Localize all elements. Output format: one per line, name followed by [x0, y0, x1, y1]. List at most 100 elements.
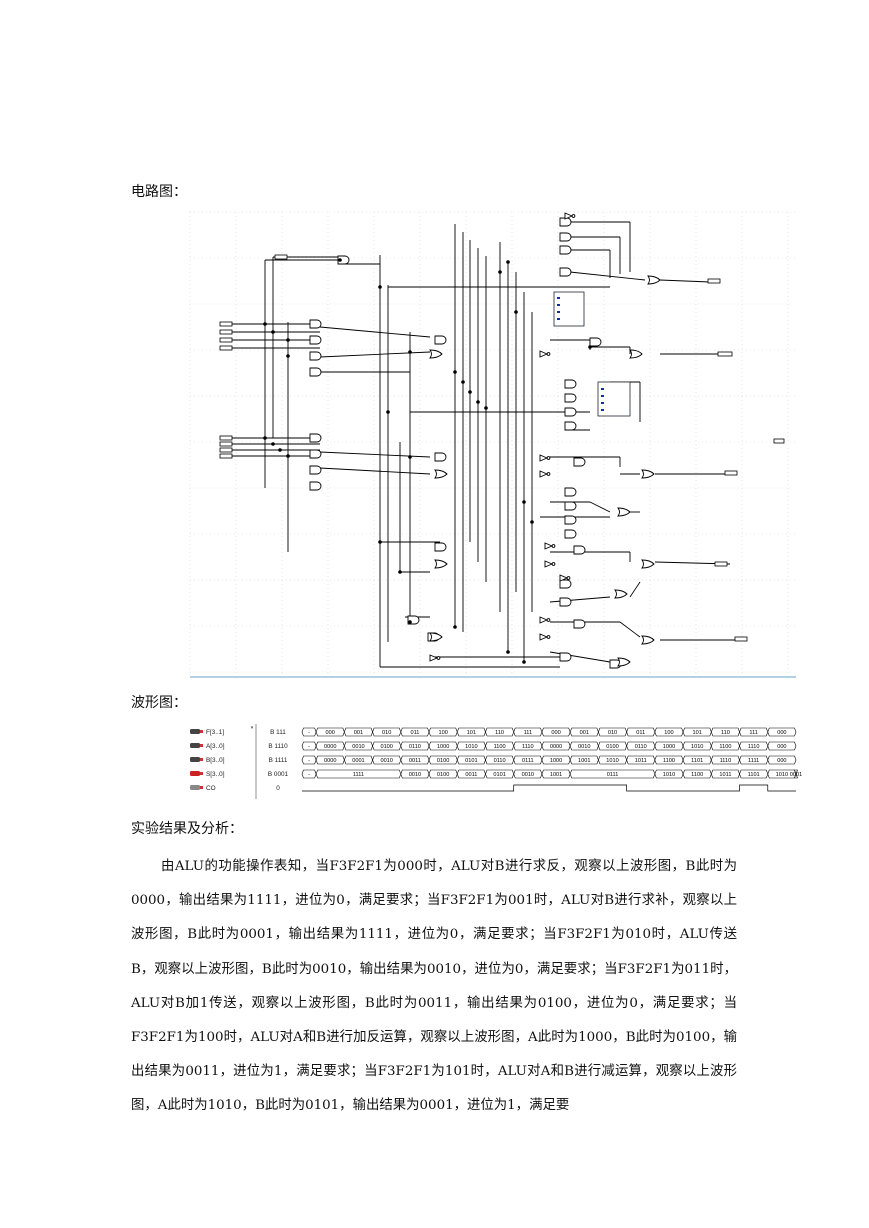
svg-text:1101: 1101 — [748, 772, 760, 778]
waveform-segment: 0110 — [485, 755, 515, 765]
waveform-segment: 0010 — [513, 769, 543, 779]
and-gate — [564, 501, 577, 511]
svg-text:1010: 1010 — [691, 744, 703, 750]
waveform-segment: 000 — [541, 727, 571, 737]
waveform-segment: - — [301, 755, 317, 765]
waveform-segment: - — [301, 727, 317, 737]
waveform-segment: 0110 — [400, 741, 430, 751]
waveform-segment: 1011 — [710, 769, 740, 779]
waveform-segment: 0001 — [790, 769, 802, 779]
waveform-segment: 0100 — [372, 741, 402, 751]
or-gate — [629, 349, 643, 359]
svg-text:000: 000 — [777, 758, 786, 764]
result-heading: 实验结果及分析： — [131, 821, 243, 837]
waveform-segment: 0101 — [485, 769, 515, 779]
svg-text:1110: 1110 — [748, 744, 760, 750]
signal-name: B[3..0] — [206, 757, 225, 764]
waveform-segment: 100 — [428, 727, 458, 737]
and-gate — [309, 481, 322, 491]
svg-text:1011: 1011 — [635, 758, 647, 764]
or-gate — [641, 469, 655, 479]
svg-text:0010: 0010 — [352, 744, 364, 750]
waveform-segment: 110 — [485, 727, 515, 737]
svg-text:000: 000 — [777, 744, 786, 750]
and-gate — [589, 337, 602, 347]
svg-text:100: 100 — [438, 730, 447, 736]
bus-input-icon — [190, 771, 203, 776]
signal-name: A[3..0] — [206, 743, 225, 750]
svg-text:-: - — [308, 758, 310, 764]
or-gate — [617, 507, 631, 517]
signal-value: B 1111 — [269, 757, 288, 764]
signal-value: 0 — [276, 785, 280, 792]
waveform-segment: 011 — [626, 727, 656, 737]
waveform-segment: 1100 — [682, 769, 712, 779]
svg-text:0001: 0001 — [790, 772, 802, 778]
not-gate — [539, 350, 549, 358]
svg-text:0111: 0111 — [607, 772, 619, 778]
svg-text:1100: 1100 — [494, 744, 506, 750]
waveform-segment: 010 — [598, 727, 627, 737]
waveform-segment: 101 — [682, 727, 712, 737]
or-gate — [429, 349, 443, 359]
waveform-segment: 0011 — [400, 755, 430, 765]
svg-text:0110: 0110 — [409, 744, 421, 750]
svg-text:000: 000 — [777, 730, 786, 736]
waveform-segment: 100 — [654, 727, 684, 737]
and-gate — [337, 255, 350, 265]
waveform-segment: 1010 — [598, 755, 627, 765]
svg-text:1001: 1001 — [550, 772, 562, 778]
and-gate — [309, 335, 322, 345]
bit-output-icon — [190, 785, 203, 790]
waveform-segment: - — [301, 741, 317, 751]
and-gate — [573, 619, 586, 629]
signal-value: B 111 — [270, 729, 286, 736]
or-gate — [647, 275, 661, 285]
logic-gates — [309, 212, 661, 669]
signal-name: CO — [206, 785, 216, 792]
mux-pin-marks — [557, 297, 604, 411]
and-gate — [573, 457, 586, 467]
waveform-segment: 000 — [315, 727, 345, 737]
svg-text:0011: 0011 — [465, 772, 477, 778]
svg-text:001: 001 — [354, 730, 363, 736]
signal-value: B 0001 — [268, 771, 289, 778]
waveform-heading: 波形图： — [131, 695, 187, 711]
waveform-segment: 111 — [739, 727, 769, 737]
svg-text:010: 010 — [608, 730, 617, 736]
waveform-segment: 000 — [767, 741, 797, 751]
and-gate — [559, 232, 572, 242]
waveform-segment: 101 — [456, 727, 486, 737]
and-gate — [309, 433, 322, 443]
not-gate — [539, 470, 549, 478]
and-gate — [564, 421, 577, 431]
svg-text:101: 101 — [467, 730, 476, 736]
or-gate — [434, 469, 448, 479]
svg-text:001: 001 — [580, 730, 589, 736]
waveform-segment: 1100 — [485, 741, 515, 751]
and-gate — [559, 267, 572, 277]
waveform-segment: 1100 — [710, 741, 740, 751]
or-gate — [641, 635, 655, 645]
svg-text:0010: 0010 — [380, 758, 392, 764]
waveform-segment: 001 — [569, 727, 599, 737]
not-gate — [539, 633, 549, 641]
and-gate — [564, 515, 577, 525]
and-gate — [559, 597, 572, 607]
svg-text:1010: 1010 — [776, 772, 788, 778]
svg-text:0101: 0101 — [493, 772, 505, 778]
svg-text:0010: 0010 — [578, 744, 590, 750]
bus-output-icon — [190, 743, 203, 748]
not-gate — [544, 560, 554, 568]
svg-text:101: 101 — [693, 730, 702, 736]
svg-text:1000: 1000 — [550, 758, 562, 764]
junction-dots — [263, 258, 592, 664]
waveform-segment: 0010 — [400, 769, 430, 779]
svg-text:1011: 1011 — [719, 772, 731, 778]
svg-text:011: 011 — [636, 730, 645, 736]
waveform-segment: 1010 — [654, 769, 684, 779]
svg-text:1111: 1111 — [748, 758, 759, 764]
